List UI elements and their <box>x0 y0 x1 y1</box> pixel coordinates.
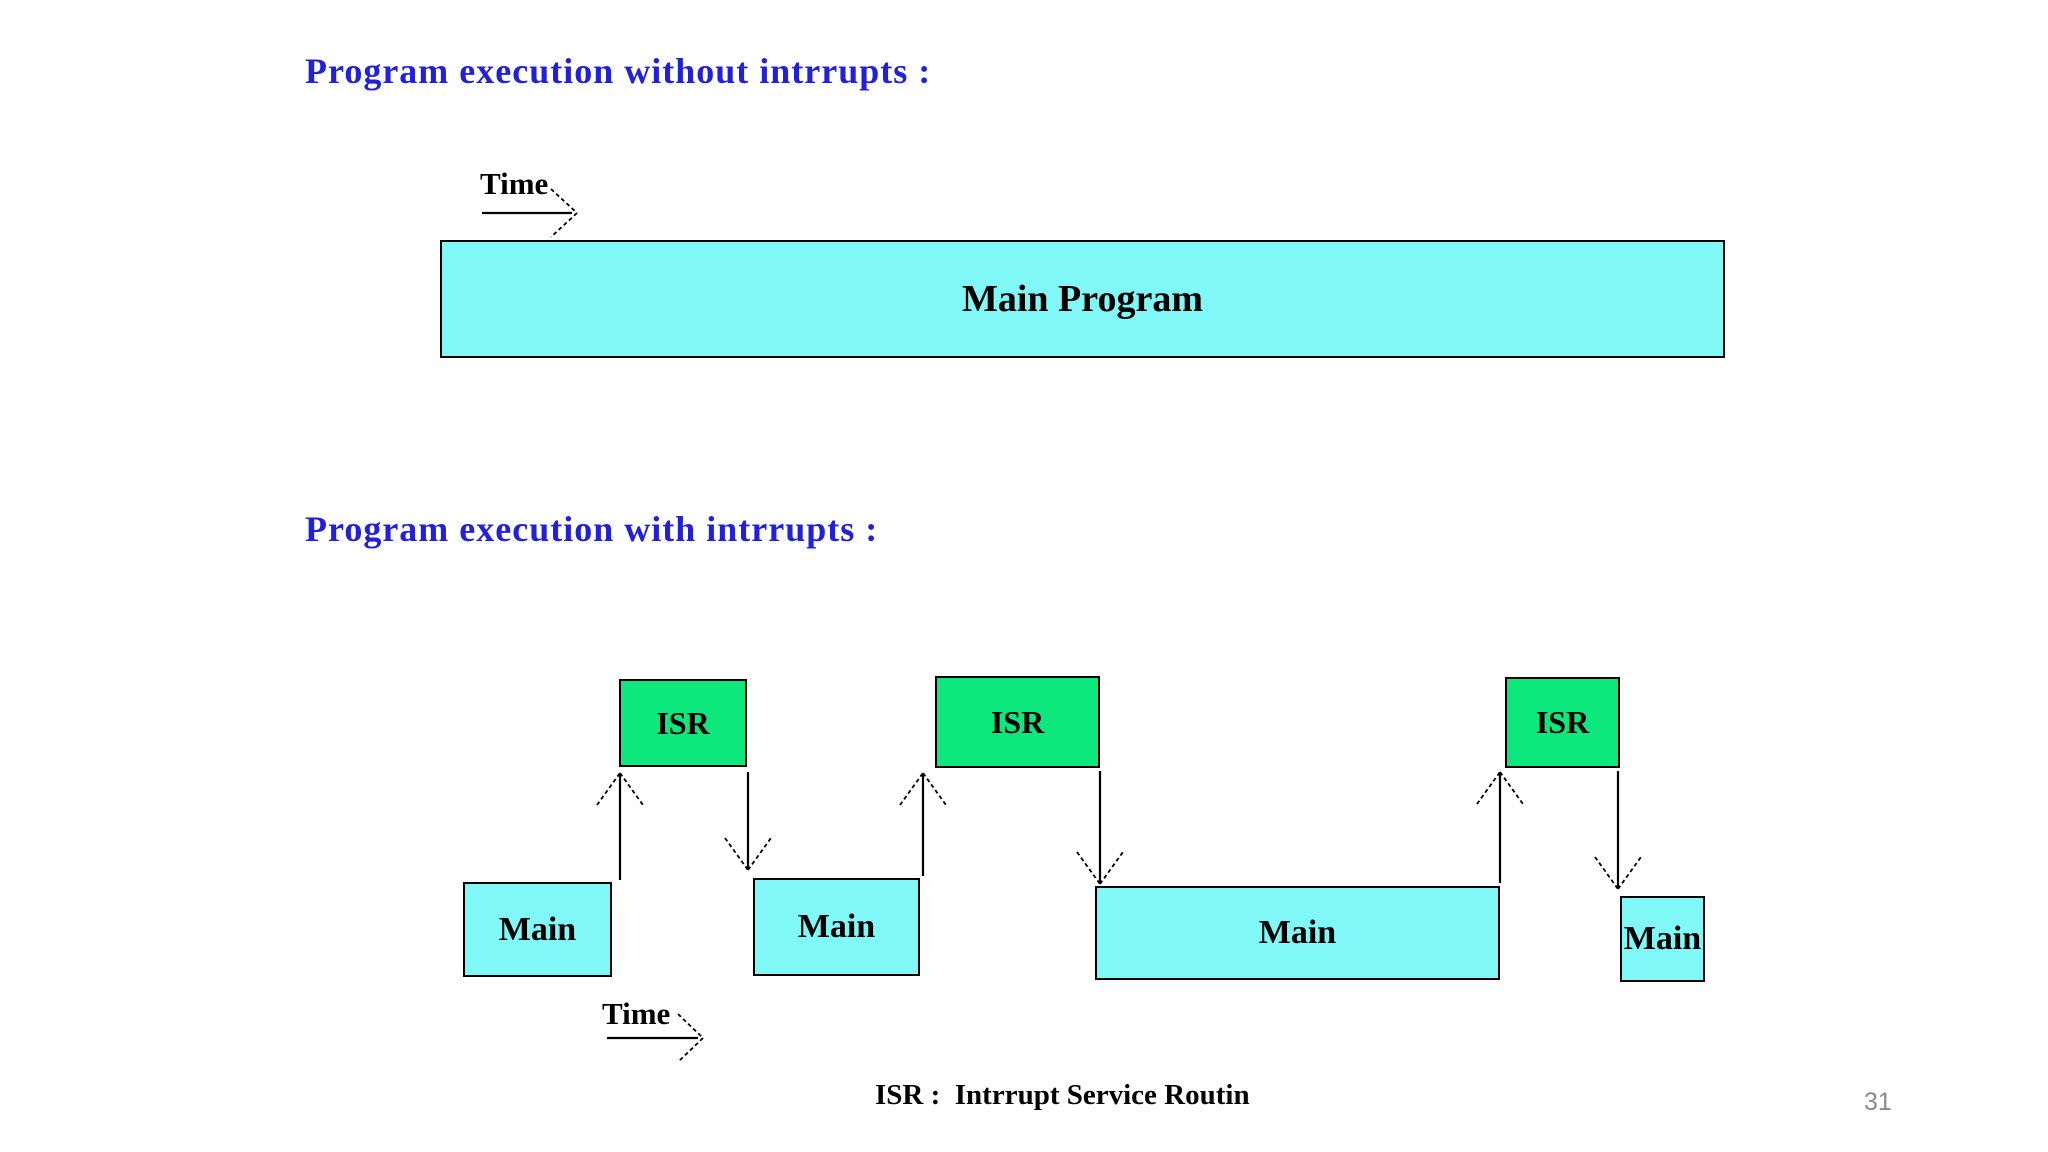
isr-box-3: ISR <box>1505 677 1620 768</box>
main-box-4: Main <box>1620 896 1705 982</box>
return-arrow-down-2 <box>1076 771 1124 885</box>
section1-title: Program execution without intrrupts : <box>305 51 932 91</box>
page-number: 31 <box>1864 1088 1892 1116</box>
isr-box-3-label: ISR <box>1535 704 1590 740</box>
main-box-3: Main <box>1095 886 1500 980</box>
main-program-box: Main Program <box>440 240 1725 358</box>
interrupt-arrow-up-1 <box>596 772 644 880</box>
main-box-2: Main <box>753 878 920 976</box>
return-arrow-down-3 <box>1594 771 1642 890</box>
isr-box-2-label: ISR <box>990 703 1045 740</box>
isr-caption: ISR : Intrrupt Service Routin <box>875 1079 1250 1111</box>
main-box-1-label: Main <box>498 910 577 948</box>
section2-time-label: Time <box>602 996 671 1031</box>
interrupt-arrow-up-3 <box>1476 771 1524 883</box>
isr-box-1: ISR <box>619 679 747 767</box>
main-box-4-label: Main <box>1623 920 1702 957</box>
section1-time-label: Time <box>480 166 549 201</box>
isr-box-2: ISR <box>935 676 1100 768</box>
return-arrow-down-1 <box>724 772 772 871</box>
main-box-1: Main <box>463 882 612 977</box>
main-box-3-label: Main <box>1258 914 1337 951</box>
section2-title: Program execution with intrrupts : <box>305 509 879 549</box>
main-program-label: Main Program <box>962 278 1203 320</box>
isr-box-1-label: ISR <box>656 704 710 741</box>
main-box-2-label: Main <box>797 908 876 945</box>
interrupt-arrow-up-2 <box>899 772 947 876</box>
